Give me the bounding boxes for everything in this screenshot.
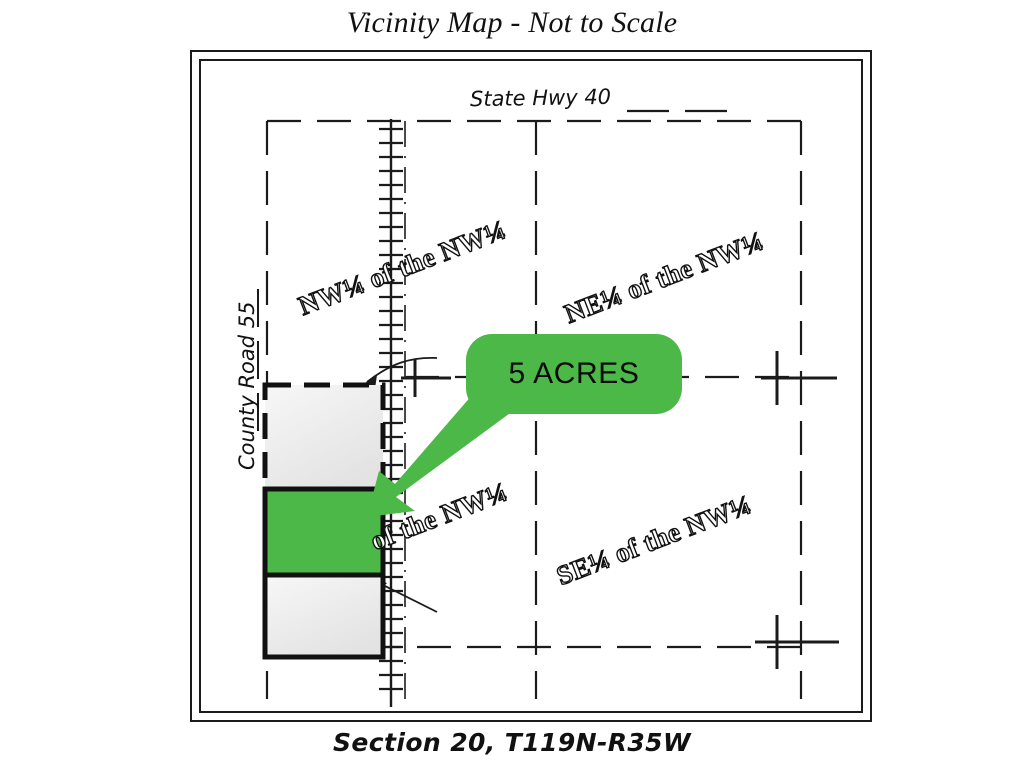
- acreage-callout-label: 5 ACRES: [508, 357, 640, 390]
- road-label-county-road-55: County Road 55: [235, 301, 259, 470]
- acreage-callout[interactable]: 5 ACRES: [466, 334, 682, 414]
- railroad-symbol: [379, 119, 403, 707]
- road-label-state-hwy-40: State Hwy 40: [469, 84, 612, 112]
- parcel-subject-shape[interactable]: [262, 486, 386, 578]
- page-title: Vicinity Map - Not to Scale: [346, 6, 678, 39]
- quarter-corner-markers: [401, 351, 839, 669]
- page-caption: Section 20, T119N-R35W: [333, 728, 691, 757]
- parcel-south-shape: [262, 572, 386, 660]
- parcel-north-shape: [262, 382, 386, 492]
